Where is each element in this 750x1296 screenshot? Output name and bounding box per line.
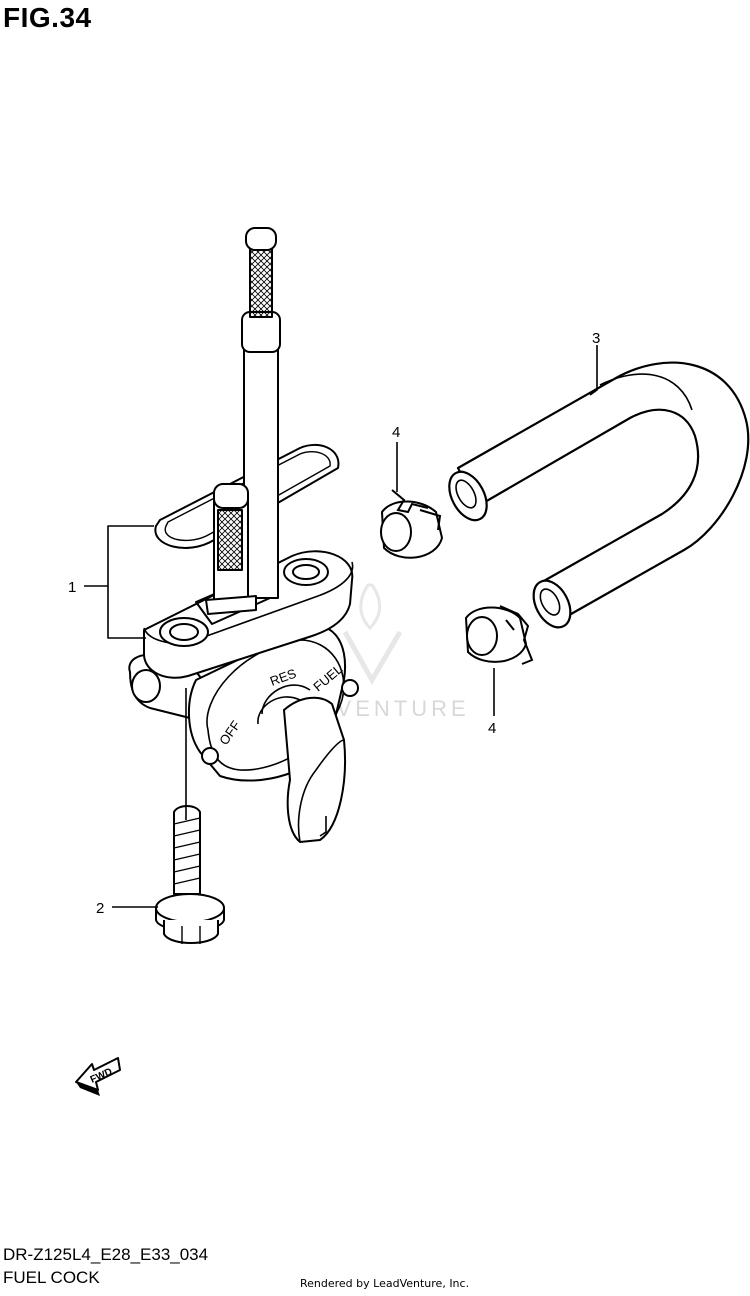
callout-2: 2: [96, 900, 104, 917]
callout-1: 1: [68, 579, 76, 596]
watermark-logo: [342, 583, 403, 686]
hose-clip-upper: [380, 489, 444, 559]
figure-subtitle: FUEL COCK: [3, 1268, 100, 1287]
callout-3: 3: [592, 330, 600, 347]
fwd-arrow-icon: FWD: [75, 1057, 121, 1096]
leader-lines: [112, 345, 598, 908]
callout-4-upper: 4: [392, 424, 400, 441]
hose-clip-lower: [464, 605, 534, 665]
figure-title: FIG.34: [3, 2, 92, 33]
render-credit: Rendered by LeadVenture, Inc.: [300, 1277, 470, 1290]
bolt: [155, 805, 225, 944]
callout-4-lower: 4: [488, 720, 496, 737]
model-code: DR-Z125L4_E28_E33_034: [3, 1245, 209, 1264]
fuel-cock-assembly: [84, 227, 359, 843]
fuel-hose: [448, 361, 750, 629]
